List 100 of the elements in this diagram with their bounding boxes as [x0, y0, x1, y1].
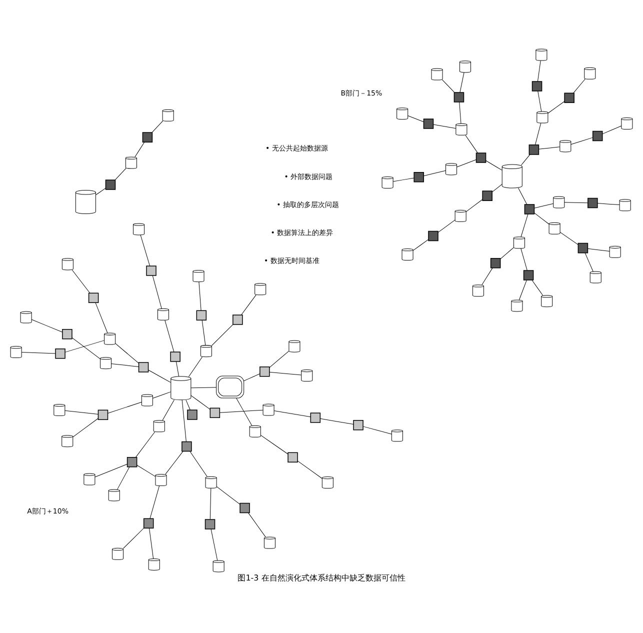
node-box — [55, 348, 66, 358]
node-box — [142, 132, 153, 142]
connector — [520, 248, 528, 270]
connector — [72, 269, 90, 293]
connector — [135, 431, 156, 458]
connector — [602, 125, 622, 134]
connector — [244, 373, 260, 381]
connector — [72, 336, 100, 359]
connector — [460, 72, 464, 92]
node-box — [146, 265, 156, 276]
connector — [538, 90, 542, 112]
node-box — [524, 204, 535, 214]
node-box — [88, 292, 99, 302]
connector — [150, 485, 160, 518]
connector — [588, 248, 610, 251]
node-box — [353, 420, 364, 430]
node-box — [143, 518, 154, 528]
connector — [518, 279, 527, 300]
node-box — [532, 80, 542, 91]
connector — [424, 170, 446, 176]
connector — [220, 409, 264, 412]
connector — [486, 160, 502, 170]
connector — [465, 134, 478, 153]
node-box — [187, 409, 198, 420]
connector — [108, 401, 142, 413]
connector — [532, 280, 544, 296]
connector — [520, 213, 528, 236]
connector — [584, 252, 594, 272]
connector — [216, 486, 240, 504]
connector — [537, 60, 541, 82]
node-box — [310, 412, 321, 422]
connector — [534, 212, 550, 224]
connector — [31, 318, 63, 332]
connector — [182, 399, 186, 442]
node-box — [288, 452, 298, 462]
connector — [274, 410, 311, 417]
connector — [433, 124, 456, 128]
connector — [269, 371, 302, 375]
connector — [202, 320, 206, 345]
connector — [236, 397, 252, 426]
node-box — [126, 456, 138, 467]
connector — [564, 202, 588, 203]
node-box — [204, 518, 216, 529]
connector — [190, 450, 208, 476]
connector — [438, 219, 456, 232]
connector — [94, 463, 128, 477]
connector — [573, 78, 586, 93]
connector — [456, 158, 476, 167]
connector — [518, 187, 528, 204]
connector — [134, 141, 145, 157]
connector — [117, 466, 130, 490]
connector — [164, 320, 174, 352]
connector — [176, 360, 180, 376]
connector — [538, 146, 560, 149]
node-box — [564, 92, 574, 103]
connector — [111, 362, 139, 366]
node-box — [523, 270, 534, 280]
connector — [198, 281, 202, 310]
connector — [152, 274, 162, 308]
node-box — [578, 242, 588, 253]
connector — [500, 246, 514, 259]
connector — [269, 350, 290, 368]
node-box — [62, 328, 72, 339]
node-box — [240, 502, 250, 513]
connector — [297, 460, 322, 478]
node-box — [98, 409, 108, 420]
connector — [190, 394, 210, 410]
connector — [210, 487, 212, 520]
node-box — [138, 362, 149, 372]
connector — [260, 434, 288, 454]
connector — [320, 418, 354, 424]
connector — [140, 234, 150, 266]
node-box — [170, 351, 180, 362]
node-box — [260, 366, 270, 376]
connector — [597, 202, 620, 205]
node-box — [414, 172, 424, 182]
connector — [362, 426, 392, 434]
connector — [521, 154, 530, 165]
connector — [442, 79, 455, 92]
connector — [148, 369, 171, 382]
connector — [115, 342, 139, 363]
connector — [64, 340, 104, 352]
connector — [188, 356, 203, 377]
node-box — [196, 310, 207, 320]
node-box — [454, 92, 464, 102]
connector — [482, 267, 493, 285]
connector — [240, 294, 256, 315]
connector — [152, 120, 164, 132]
node-box — [528, 144, 540, 154]
connector — [412, 238, 429, 250]
connector — [152, 391, 172, 398]
node-box — [428, 230, 438, 241]
connector — [149, 527, 154, 558]
connector — [21, 352, 56, 354]
connector — [64, 410, 98, 414]
connector — [466, 198, 483, 212]
connector — [492, 183, 502, 192]
connector — [548, 100, 565, 113]
node-box — [210, 407, 220, 418]
connector — [72, 418, 98, 437]
